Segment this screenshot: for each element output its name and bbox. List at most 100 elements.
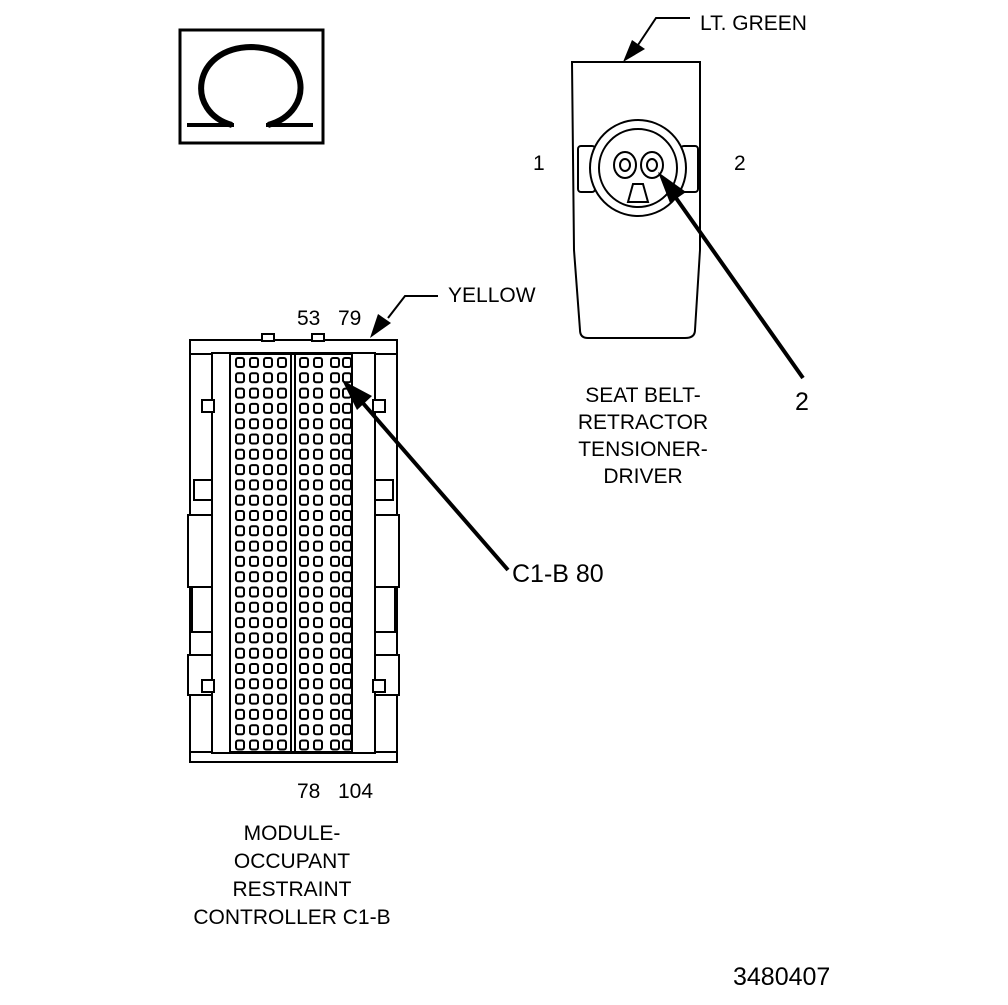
terminal-cavity [235, 387, 245, 399]
terminal-cavity [263, 647, 273, 659]
terminal-cavity [277, 601, 287, 613]
terminal-cavity [299, 357, 309, 368]
terminal-cavity [263, 525, 273, 537]
terminal-cavity [235, 739, 245, 751]
terminal-cavity [342, 663, 352, 674]
terminal-cavity [263, 708, 273, 720]
terminal-cavity [235, 418, 245, 430]
seatbelt-pin-2-label: 2 [734, 152, 746, 175]
module-title-line: OCCUPANT [234, 850, 350, 873]
terminal-cavity [249, 464, 259, 476]
module-color-label: YELLOW [448, 284, 536, 307]
terminal-cavity [313, 510, 323, 521]
terminal-cavity [313, 494, 323, 506]
terminal-cavity [249, 647, 259, 659]
terminal-cavity [313, 617, 323, 629]
terminal-cavity [277, 571, 287, 583]
terminal-cavity [313, 586, 323, 598]
terminal-cavity [342, 647, 352, 659]
terminal-cavity [235, 464, 245, 476]
terminal-cavity [249, 739, 259, 751]
terminal-cavity [235, 724, 245, 736]
module-title: MODULE- OCCUPANT RESTRAINT CONTROLLER C1… [193, 822, 390, 929]
terminal-cavity [330, 510, 340, 521]
terminal-cavity [299, 647, 309, 659]
terminal-cavity [249, 433, 259, 445]
terminal-cavity [263, 693, 273, 705]
terminal-cavity [299, 663, 309, 674]
terminal-cavity [277, 494, 287, 506]
terminal-cavity [330, 448, 340, 460]
terminal-cavity [235, 632, 245, 644]
terminal-cavity [313, 357, 323, 368]
terminal-cavity [313, 647, 323, 659]
terminal-cavity [263, 601, 273, 613]
terminal-cavity [263, 387, 273, 399]
terminal-cavity [313, 724, 323, 736]
terminal-cavity [249, 617, 259, 629]
terminal-cavity [277, 647, 287, 659]
terminal-cavity [299, 708, 309, 720]
terminal-cavity [313, 663, 323, 674]
terminal-cavity [342, 586, 352, 598]
seatbelt-pin-1-label: 1 [533, 152, 545, 175]
terminal-cavity [299, 540, 309, 552]
terminal-cavity [263, 586, 273, 598]
terminal-cavity [263, 571, 273, 583]
terminal-cavity [249, 479, 259, 491]
terminal-cavity [235, 433, 245, 445]
terminal-cavity [342, 357, 352, 368]
terminal-cavity [235, 372, 245, 384]
terminal-cavity [235, 357, 245, 368]
terminal-cavity [277, 724, 287, 736]
terminal-cavity [342, 739, 352, 751]
terminal-cavity [342, 433, 352, 445]
terminal-cavity [249, 357, 259, 368]
terminal-cavity [313, 464, 323, 476]
module-title-line: RESTRAINT [232, 878, 351, 901]
terminal-cavity [330, 571, 340, 583]
terminal-cavity [249, 525, 259, 537]
terminal-cavity [235, 678, 245, 690]
terminal-cavity [277, 540, 287, 552]
terminal-cavity [235, 601, 245, 613]
terminal-cavity [313, 601, 323, 613]
terminal-cavity [330, 724, 340, 736]
terminal-cavity [263, 555, 273, 567]
terminal-cavity [249, 418, 259, 430]
terminal-cavity [299, 555, 309, 567]
terminal-cavity [299, 494, 309, 506]
terminal-cavity [313, 678, 323, 690]
seatbelt-connector [570, 61, 701, 339]
terminal-cavity [249, 724, 259, 736]
terminal-cavity [342, 494, 352, 506]
terminal-cavity [299, 525, 309, 537]
terminal-cavity [330, 663, 340, 674]
terminal-cavity [299, 372, 309, 384]
terminal-cavity [342, 525, 352, 537]
terminal-cavity [342, 418, 352, 430]
terminal-cavity [342, 571, 352, 583]
terminal-cavity [249, 571, 259, 583]
terminal-cavity [249, 510, 259, 521]
terminal-cavity [299, 586, 309, 598]
seatbelt-callout-label: 2 [795, 388, 809, 416]
terminal-cavity [263, 540, 273, 552]
terminal-cavity [342, 601, 352, 613]
terminal-cavity [249, 586, 259, 598]
terminal-cavity [249, 387, 259, 399]
terminal-cavity [299, 739, 309, 751]
terminal-cavity [330, 540, 340, 552]
terminal-cavity [342, 708, 352, 720]
terminal-cavity [342, 510, 352, 521]
terminal-cavity [277, 693, 287, 705]
terminal-cavity [235, 586, 245, 598]
terminal-cavity [299, 510, 309, 521]
terminal-cavity [277, 663, 287, 674]
module-title-line: MODULE- [244, 822, 341, 845]
terminal-cavity [235, 479, 245, 491]
module-bottom-pin-left-label: 78 [297, 780, 320, 803]
module-bottom-pin-right-label: 104 [338, 780, 373, 803]
terminal-cavity [330, 601, 340, 613]
